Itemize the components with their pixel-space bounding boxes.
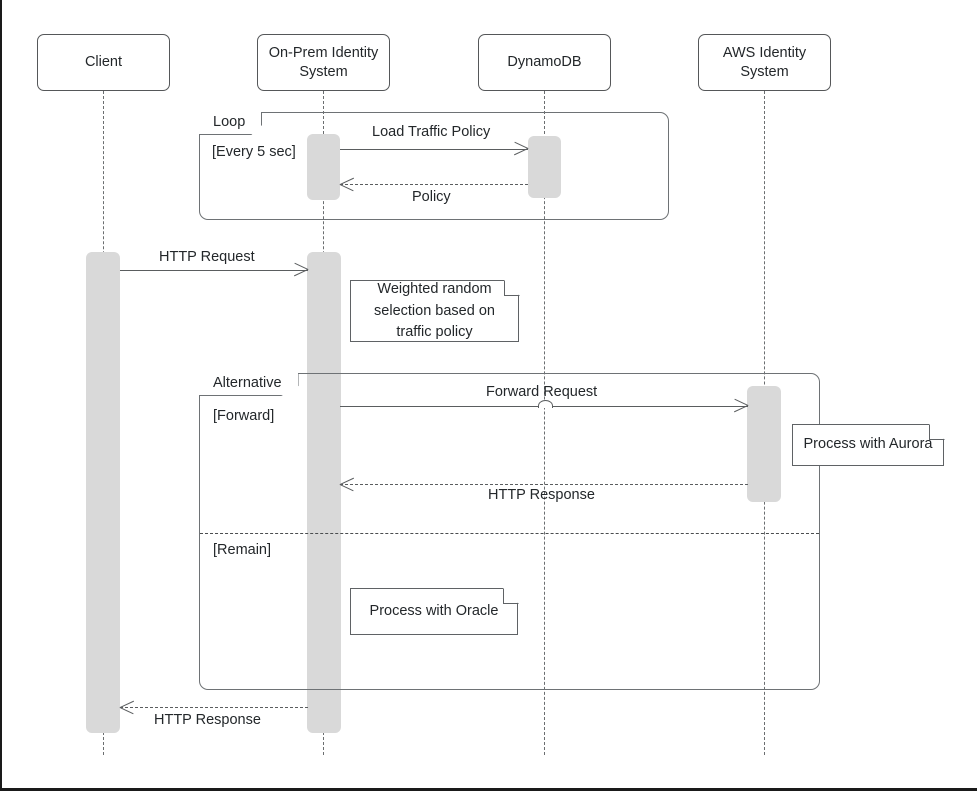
fragment-alternative-guard-forward: [Forward]: [213, 408, 275, 424]
fragment-loop-guard: [Every 5 sec]: [212, 144, 296, 160]
note-weighted-random-text: Weighted random selection based on traff…: [374, 281, 495, 340]
fragment-loop-label: Loop: [199, 112, 263, 136]
message-policy-line: [340, 184, 528, 185]
lifeline-line-dynamodb: [544, 91, 545, 755]
note-weighted-random: Weighted random selection based on traff…: [350, 280, 519, 342]
note-process-with-aurora: Process with Aurora: [792, 424, 944, 466]
lifeline-header-onprem[interactable]: On-Prem Identity System: [257, 34, 390, 91]
activation-dynamodb-loop: [528, 136, 561, 198]
activation-aws: [747, 386, 781, 502]
note-process-with-oracle: Process with Oracle: [350, 588, 518, 635]
lifeline-label-client: Client: [84, 54, 123, 71]
activation-client-main: [86, 252, 120, 733]
lifeline-label-dynamodb: DynamoDB: [507, 54, 582, 71]
message-http-response-client-label: HTTP Response: [154, 712, 261, 728]
lifeline-header-client[interactable]: Client: [37, 34, 170, 91]
fragment-alternative-label: Alternative: [199, 373, 299, 397]
activation-onprem-main: [307, 252, 341, 733]
message-forward-request-lifeline-hop: [538, 400, 553, 408]
lifeline-header-dynamodb[interactable]: DynamoDB: [478, 34, 611, 91]
message-load-traffic-policy-line: [340, 149, 528, 150]
lifeline-label-aws: AWS Identity System: [722, 45, 807, 80]
activation-onprem-loop: [307, 134, 340, 200]
fragment-alternative[interactable]: [199, 373, 820, 690]
note-process-with-aurora-text: Process with Aurora: [803, 436, 933, 453]
message-forward-request-label: Forward Request: [486, 384, 598, 400]
message-policy-label: Policy: [412, 189, 451, 205]
message-http-response-aws-line: [340, 484, 748, 485]
lifeline-header-aws[interactable]: AWS Identity System: [698, 34, 831, 91]
fragment-alternative-guard-remain: [Remain]: [213, 542, 272, 558]
message-http-response-aws-label: HTTP Response: [488, 487, 595, 503]
lifeline-label-onprem: On-Prem Identity System: [268, 45, 379, 80]
message-http-response-client-line: [120, 707, 308, 708]
note-process-with-oracle-text: Process with Oracle: [369, 602, 499, 619]
message-load-traffic-policy-label: Load Traffic Policy: [372, 124, 491, 140]
fragment-alternative-divider: [200, 533, 819, 534]
fragment-loop[interactable]: [199, 112, 669, 220]
message-http-request-line: [120, 270, 308, 271]
message-http-request-label: HTTP Request: [159, 249, 255, 265]
